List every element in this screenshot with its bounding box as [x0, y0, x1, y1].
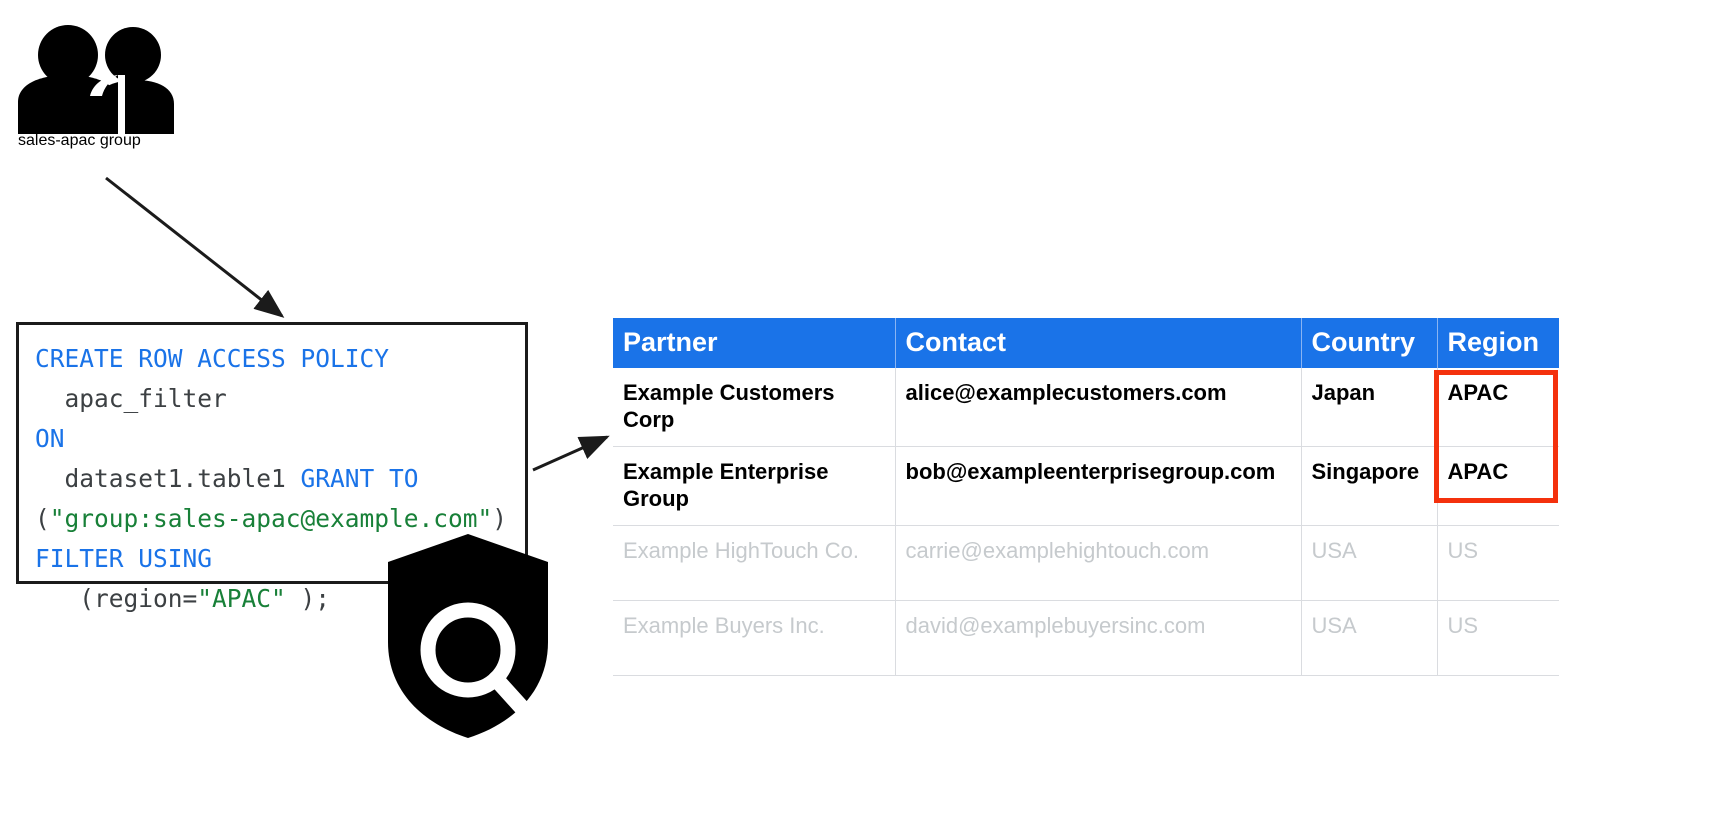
cell-region: US — [1437, 525, 1559, 601]
cell-contact: alice@examplecustomers.com — [895, 368, 1302, 447]
column-header-country[interactable]: Country — [1301, 318, 1438, 369]
code-token: ); — [285, 583, 331, 613]
cell-region: APAC — [1437, 446, 1559, 526]
column-header-region[interactable]: Region — [1437, 318, 1559, 369]
cell-country: USA — [1301, 525, 1438, 601]
cell-contact: bob@exampleenterprisegroup.com — [895, 446, 1302, 526]
code-token: "group:sales-apac@example.com" — [49, 503, 493, 533]
code-token: ) — [492, 503, 508, 533]
code-token: CREATE ROW ACCESS POLICY — [35, 344, 390, 373]
group-label: sales-apac group — [18, 132, 141, 149]
code-token: FILTER USING — [35, 543, 213, 573]
table-header-row: Partner Contact Country Region — [613, 318, 1559, 369]
table-row[interactable]: Example HighTouch Co.carrie@examplehight… — [613, 525, 1559, 601]
code-token: apac_filter — [35, 383, 227, 413]
cell-partner: Example Buyers Inc. — [613, 600, 896, 676]
code-token: (region= — [35, 583, 198, 613]
cell-partner: Example Enterprise Group — [613, 446, 896, 526]
cell-country: USA — [1301, 600, 1438, 676]
group-node: sales-apac group — [18, 22, 248, 150]
cell-partner: Example Customers Corp — [613, 368, 896, 447]
cell-region: US — [1437, 600, 1559, 676]
cell-country: Japan — [1301, 368, 1438, 447]
cell-country: Singapore — [1301, 446, 1438, 526]
code-token: ( — [35, 503, 50, 533]
column-header-contact[interactable]: Contact — [895, 318, 1302, 369]
cell-partner: Example HighTouch Co. — [613, 525, 896, 601]
policy-sql-code: CREATE ROW ACCESS POLICY apac_filter ON … — [35, 339, 509, 618]
arrow-policy-to-table — [532, 435, 610, 472]
cell-contact: carrie@examplehightouch.com — [895, 525, 1302, 601]
row-access-policy-box: CREATE ROW ACCESS POLICY apac_filter ON … — [16, 322, 528, 613]
table-row[interactable]: Example Buyers Inc.david@examplebuyersin… — [613, 600, 1559, 676]
partner-table: Partner Contact Country Region Example C… — [613, 318, 1559, 676]
partner-table-wrap: Partner Contact Country Region Example C… — [613, 318, 1559, 676]
code-token: GRANT TO — [300, 463, 419, 493]
cell-region: APAC — [1437, 368, 1559, 447]
code-token: ON — [35, 423, 65, 453]
shield-search-icon — [388, 534, 548, 738]
column-header-partner[interactable]: Partner — [613, 318, 896, 369]
code-token: "APAC" — [197, 583, 286, 613]
arrow-group-to-policy — [105, 176, 285, 318]
people-group-icon — [18, 22, 198, 134]
code-token: dataset1.table1 — [35, 463, 301, 493]
cell-contact: david@examplebuyersinc.com — [895, 600, 1302, 676]
